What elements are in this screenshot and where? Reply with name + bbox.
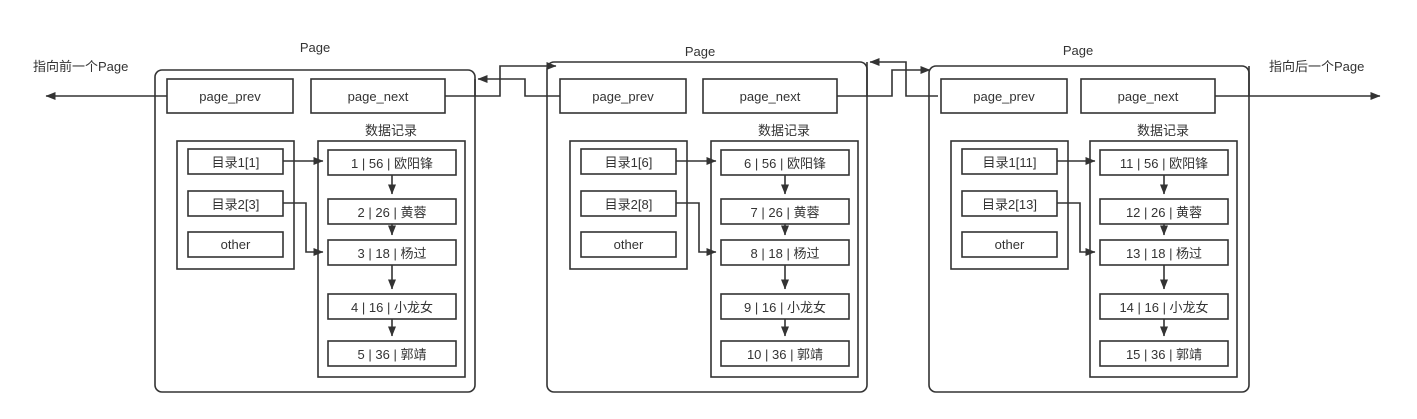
prev-page-edge-label: 指向前一个Page (33, 59, 129, 74)
directory-entry-2[interactable]: 目录2[3] (211, 197, 260, 212)
page-next-field[interactable]: page_next (739, 88, 801, 104)
record-row[interactable]: 15 | 36 | 郭靖 (1125, 347, 1203, 362)
directory-entry-2[interactable]: 目录2[13] (982, 197, 1037, 212)
directory-entry-2[interactable]: 目录2[8] (604, 197, 653, 212)
record-row[interactable]: 14 | 16 | 小龙女 (1119, 300, 1209, 315)
record-row[interactable]: 5 | 36 | 郭靖 (357, 347, 427, 362)
record-row[interactable]: 8 | 18 | 杨过 (750, 246, 820, 261)
directory-entry-other[interactable]: other (613, 237, 644, 252)
page-prev-field[interactable]: page_prev (592, 88, 654, 104)
page-title: Page (299, 40, 331, 55)
directory-entry-1[interactable]: 目录1[11] (982, 155, 1037, 170)
record-row[interactable]: 11 | 56 | 欧阳锋 (1119, 156, 1209, 171)
page-title: Page (684, 44, 716, 59)
page-prev-field[interactable]: page_prev (973, 88, 1035, 104)
directory-entry-other[interactable]: other (994, 237, 1025, 252)
record-row[interactable]: 1 | 56 | 欧阳锋 (351, 156, 433, 171)
record-row[interactable]: 12 | 26 | 黄蓉 (1125, 205, 1203, 220)
directory-entry-1[interactable]: 目录1[6] (604, 155, 653, 170)
record-row[interactable]: 10 | 36 | 郭靖 (746, 347, 824, 362)
records-group-label: 数据记录 (1136, 123, 1190, 138)
directory-entry-1[interactable]: 目录1[1] (211, 155, 260, 170)
record-row[interactable]: 7 | 26 | 黄蓉 (750, 205, 820, 220)
page-next-field[interactable]: page_next (1117, 88, 1179, 104)
record-row[interactable]: 4 | 16 | 小龙女 (351, 300, 433, 315)
page-prev-field[interactable]: page_prev (199, 88, 261, 104)
page-next-field[interactable]: page_next (347, 88, 409, 104)
record-row[interactable]: 9 | 16 | 小龙女 (744, 300, 826, 315)
record-row[interactable]: 13 | 18 | 杨过 (1125, 246, 1203, 261)
record-row[interactable]: 2 | 26 | 黄蓉 (357, 205, 427, 220)
page-title: Page (1062, 43, 1094, 58)
records-group-label: 数据记录 (757, 123, 811, 138)
record-row[interactable]: 3 | 18 | 杨过 (357, 246, 427, 261)
records-group-label: 数据记录 (364, 123, 418, 138)
directory-entry-other[interactable]: other (220, 237, 251, 252)
record-row[interactable]: 6 | 56 | 欧阳锋 (744, 156, 826, 171)
next-page-edge-label: 指向后一个Page (1269, 59, 1365, 74)
